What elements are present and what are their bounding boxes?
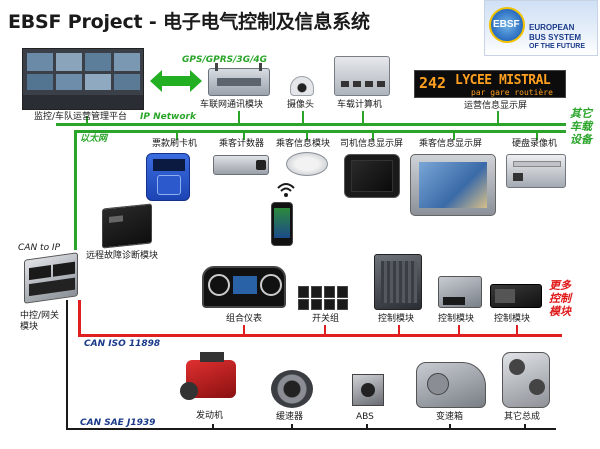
camera-icon <box>290 76 314 96</box>
ops-display-number: 242 <box>419 74 447 92</box>
ethernet-line <box>74 130 566 133</box>
other-onboard-label: 其它 车载 设备 <box>570 107 592 146</box>
drop-line-other <box>524 424 526 429</box>
passenger-counter-image <box>213 155 269 175</box>
remote-diag-label: 远程故障诊断模块 <box>86 251 159 261</box>
info-module-image <box>286 152 328 176</box>
onboard-computer-image <box>334 56 390 96</box>
logo-line1: EUROPEAN <box>529 23 575 32</box>
cluster-label: 组合仪表 <box>226 314 263 324</box>
passenger-display-image <box>410 154 496 216</box>
drop-line-ctrl1 <box>398 325 400 335</box>
can-iso-label: CAN ISO 11898 <box>84 339 161 349</box>
can-sae-label: CAN SAE J1939 <box>80 418 156 428</box>
wifi-icon <box>276 181 296 199</box>
driver-display-label: 司机信息显示屏 <box>340 139 404 149</box>
drop-line-ctrl2 <box>458 325 460 335</box>
logo-line2: BUS SYSTEM <box>529 33 582 42</box>
control-module-2-image <box>438 276 482 308</box>
retarder-image <box>271 370 313 408</box>
drop-line-passenger-display <box>453 132 455 140</box>
ip-network-line <box>56 123 566 126</box>
drop-line-abs <box>366 424 368 429</box>
abs-label: ABS <box>356 412 374 422</box>
gearbox-image <box>416 362 486 408</box>
remote-diag-image <box>102 203 152 249</box>
telematics-label: 车联网通讯模块 <box>200 100 264 110</box>
drop-line-platform <box>86 116 88 124</box>
passenger-display-label: 乘客信息显示屏 <box>419 139 483 149</box>
drop-line-info-module <box>306 132 308 140</box>
ops-display-image: 242 LYCEE MISTRAL par gare routière <box>414 70 566 98</box>
drop-line-cluster <box>243 325 245 335</box>
passenger-counter-label: 乘客计数器 <box>219 139 265 149</box>
can-iso-line <box>78 334 562 337</box>
switch-group-image <box>298 286 350 310</box>
onboard-computer-label: 车载计算机 <box>337 100 383 110</box>
drop-line-camera <box>302 111 304 124</box>
page-title: EBSF Project - 电子电气控制及信息系统 <box>8 11 370 33</box>
control-module-1-image <box>374 254 422 310</box>
ip-network-label: IP Network <box>140 112 196 122</box>
double-arrow-icon <box>150 70 202 92</box>
ebsf-logo: EBSF EUROPEAN BUS SYSTEM OF THE FUTURE <box>484 0 598 56</box>
ops-display-line2: par gare routière <box>471 88 553 97</box>
ethernet-vertical <box>74 130 77 250</box>
abs-image <box>352 374 384 406</box>
card-reader-label: 票款刷卡机 <box>152 139 198 149</box>
drop-line-engine <box>212 424 214 429</box>
logo-abbr: EBSF <box>493 19 520 30</box>
drop-line-gearbox <box>449 424 451 429</box>
drop-line-retarder <box>291 424 293 429</box>
gateway-label: 中控/网关 模块 <box>20 311 60 332</box>
drop-line-counter <box>243 132 245 140</box>
wireless-label: GPS/GPRS/3G/4G <box>182 55 268 65</box>
other-assembly-label: 其它总成 <box>504 412 541 422</box>
card-reader-image <box>146 153 190 201</box>
ops-display-line1: LYCEE MISTRAL <box>455 73 551 88</box>
logo-emblem-icon <box>489 7 525 43</box>
control-module-1-label: 控制模块 <box>378 314 415 324</box>
dvr-image <box>506 154 566 188</box>
drop-line-ops-display <box>497 111 499 124</box>
platform-label: 监控/车队运营管理平台 <box>34 112 128 122</box>
engine-image <box>180 352 244 406</box>
retarder-label: 缓速器 <box>276 412 304 422</box>
j1939-vertical <box>66 300 68 430</box>
camera-label: 摄像头 <box>287 100 315 110</box>
gateway-image <box>24 252 78 304</box>
info-module-label: 乘客信息模块 <box>276 139 331 149</box>
drop-line-driver-display <box>372 132 374 140</box>
can-iso-vertical <box>78 300 81 337</box>
drop-line-dvr <box>536 132 538 140</box>
control-center-image <box>22 48 144 110</box>
j1939-line <box>66 428 556 430</box>
drop-line-telematics <box>238 111 240 124</box>
gearbox-label: 变速箱 <box>436 412 464 422</box>
drop-line-switch <box>324 325 326 335</box>
can-to-ip-label: CAN to IP <box>18 243 61 253</box>
engine-label: 发动机 <box>196 411 224 421</box>
instrument-cluster-image <box>202 266 286 308</box>
control-module-3-label: 控制模块 <box>494 314 531 324</box>
drop-line-computer <box>362 111 364 124</box>
control-module-2-label: 控制模块 <box>438 314 475 324</box>
drop-line-card-reader <box>176 132 178 140</box>
dvr-label: 硬盘录像机 <box>512 139 558 149</box>
other-assembly-image <box>502 352 550 408</box>
drop-line-ctrl3 <box>516 325 518 335</box>
ethernet-label: 以太网 <box>80 134 108 144</box>
more-control-label: 更多 控制 模块 <box>549 279 571 318</box>
control-module-3-image <box>490 284 542 308</box>
smartphone-image <box>271 202 293 246</box>
switch-group-label: 开关组 <box>312 314 340 324</box>
driver-display-image <box>344 154 400 198</box>
logo-line3: OF THE FUTURE <box>529 43 585 50</box>
telematics-module-image <box>208 63 270 96</box>
ops-display-label: 运营信息显示屏 <box>464 101 528 111</box>
